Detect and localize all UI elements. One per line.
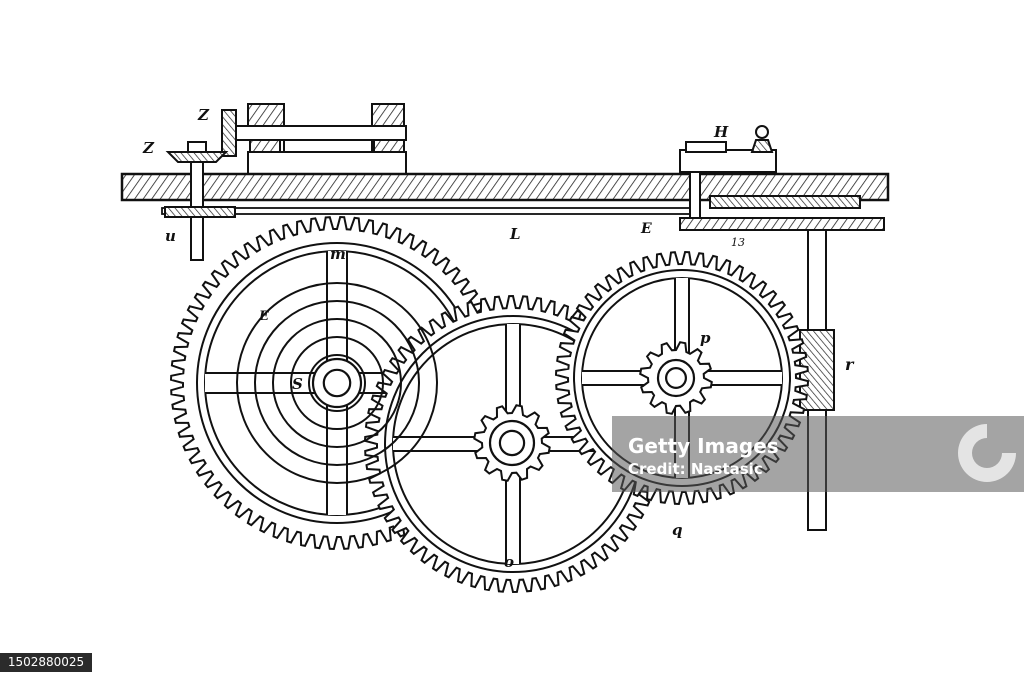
label-z-lower: Z: [142, 139, 155, 157]
image-id-tag: 1502880025: [0, 653, 92, 672]
base-plate: [120, 172, 890, 215]
watermark-brand: Getty Images: [628, 434, 779, 458]
label-o: o: [504, 553, 514, 571]
watermark-banner: Getty Images Credit: Nastasic: [612, 416, 1024, 492]
mainspring-spiral: [236, 282, 438, 484]
label-13: 13: [731, 236, 745, 249]
label-e-wheel: E: [258, 309, 270, 324]
top-bracket: [221, 103, 407, 175]
figure-labels: Z Z H u L E 13 m E S p r q o: [142, 106, 855, 571]
left-spindle: [164, 141, 236, 261]
label-s: S: [292, 375, 303, 393]
label-q: q: [672, 521, 683, 539]
watermark-credit: Credit: Nastasic: [628, 460, 763, 478]
pinion-center: [473, 404, 551, 482]
label-e-plate: E: [640, 221, 652, 237]
label-p: p: [700, 329, 711, 347]
label-u: u: [165, 227, 176, 245]
watermark-logo-icon: [958, 424, 1016, 482]
label-r: r: [845, 355, 855, 374]
label-l: L: [509, 225, 521, 243]
label-h: H: [713, 123, 729, 141]
label-m: m: [330, 245, 346, 263]
label-z-upper: Z: [197, 106, 210, 124]
pinion-p: [639, 341, 713, 415]
